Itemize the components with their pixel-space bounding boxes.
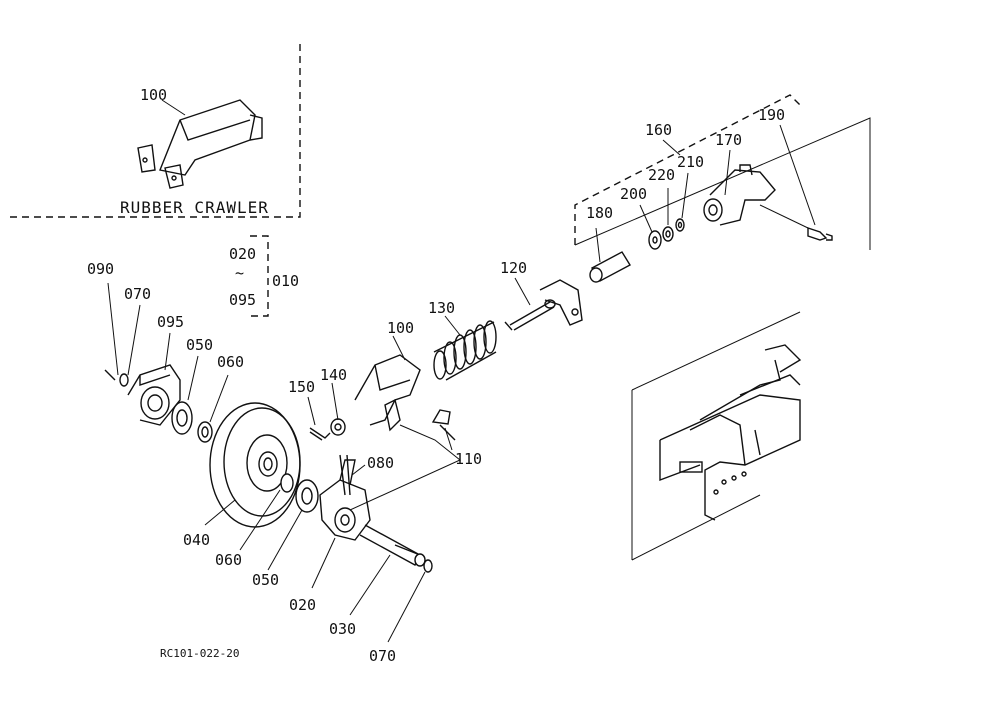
label-080: 080 — [367, 454, 395, 472]
track-frame-assembly — [631, 311, 802, 561]
label-060-top: 060 — [217, 353, 245, 371]
label-050-bottom: 050 — [252, 571, 280, 589]
label-030: 030 — [329, 620, 357, 638]
label-range-tilde: ~ — [235, 264, 245, 282]
reference-code: RC101-022-20 — [160, 647, 240, 660]
bracket-100 — [354, 354, 421, 432]
pin-080 — [339, 454, 351, 496]
label-070-bottom: 070 — [369, 647, 397, 665]
label-095: 095 — [157, 313, 185, 331]
label-050-top: 050 — [186, 336, 214, 354]
nut-140 — [330, 418, 346, 436]
idler-wheel-040 — [209, 402, 301, 528]
clip-070-top — [119, 373, 129, 387]
bushing-060-bottom — [280, 473, 294, 493]
housing-020 — [319, 459, 371, 541]
shaft-030 — [359, 524, 426, 567]
label-100-inset: 100 — [140, 86, 168, 104]
assembly-boundary — [574, 94, 801, 245]
inset-title: RUBBER CRAWLER — [120, 198, 269, 217]
bracket-170 — [703, 164, 776, 226]
inset-frame-100 — [137, 99, 263, 189]
spring-130 — [433, 320, 497, 381]
housing-095 — [127, 364, 181, 426]
grease-fitting-190 — [759, 204, 833, 241]
bolt-110 — [349, 409, 461, 511]
washer-210 — [675, 218, 685, 232]
label-170: 170 — [715, 131, 743, 149]
leader-lines — [107, 99, 816, 643]
inset-boundary — [10, 40, 301, 218]
label-200: 200 — [620, 185, 648, 203]
label-140: 140 — [320, 366, 348, 384]
label-110: 110 — [455, 450, 483, 468]
label-020: 020 — [289, 596, 317, 614]
label-210: 210 — [677, 153, 705, 171]
clip-070-bottom — [423, 559, 433, 573]
label-220: 220 — [648, 166, 676, 184]
bushing-060-top — [197, 421, 213, 443]
label-range-from: 020 — [229, 245, 257, 263]
washer-200 — [648, 230, 662, 250]
rod-180 — [589, 251, 631, 283]
label-range-to: 095 — [229, 291, 257, 309]
label-070-top: 070 — [124, 285, 152, 303]
label-150: 150 — [288, 378, 316, 396]
label-160: 160 — [645, 121, 673, 139]
label-100-main: 100 — [387, 319, 415, 337]
seal-050-top — [171, 401, 193, 435]
label-range-group: 010 — [272, 272, 300, 290]
label-040: 040 — [183, 531, 211, 549]
label-120: 120 — [500, 259, 528, 277]
washer-220 — [662, 226, 674, 242]
label-130: 130 — [428, 299, 456, 317]
label-190: 190 — [758, 106, 786, 124]
label-060-bottom: 060 — [215, 551, 243, 569]
label-180: 180 — [586, 204, 614, 222]
label-090: 090 — [87, 260, 115, 278]
adjuster-120 — [504, 279, 583, 331]
seal-050-bottom — [295, 479, 319, 513]
assembly-plane — [574, 117, 871, 250]
pin-150 — [309, 427, 331, 441]
